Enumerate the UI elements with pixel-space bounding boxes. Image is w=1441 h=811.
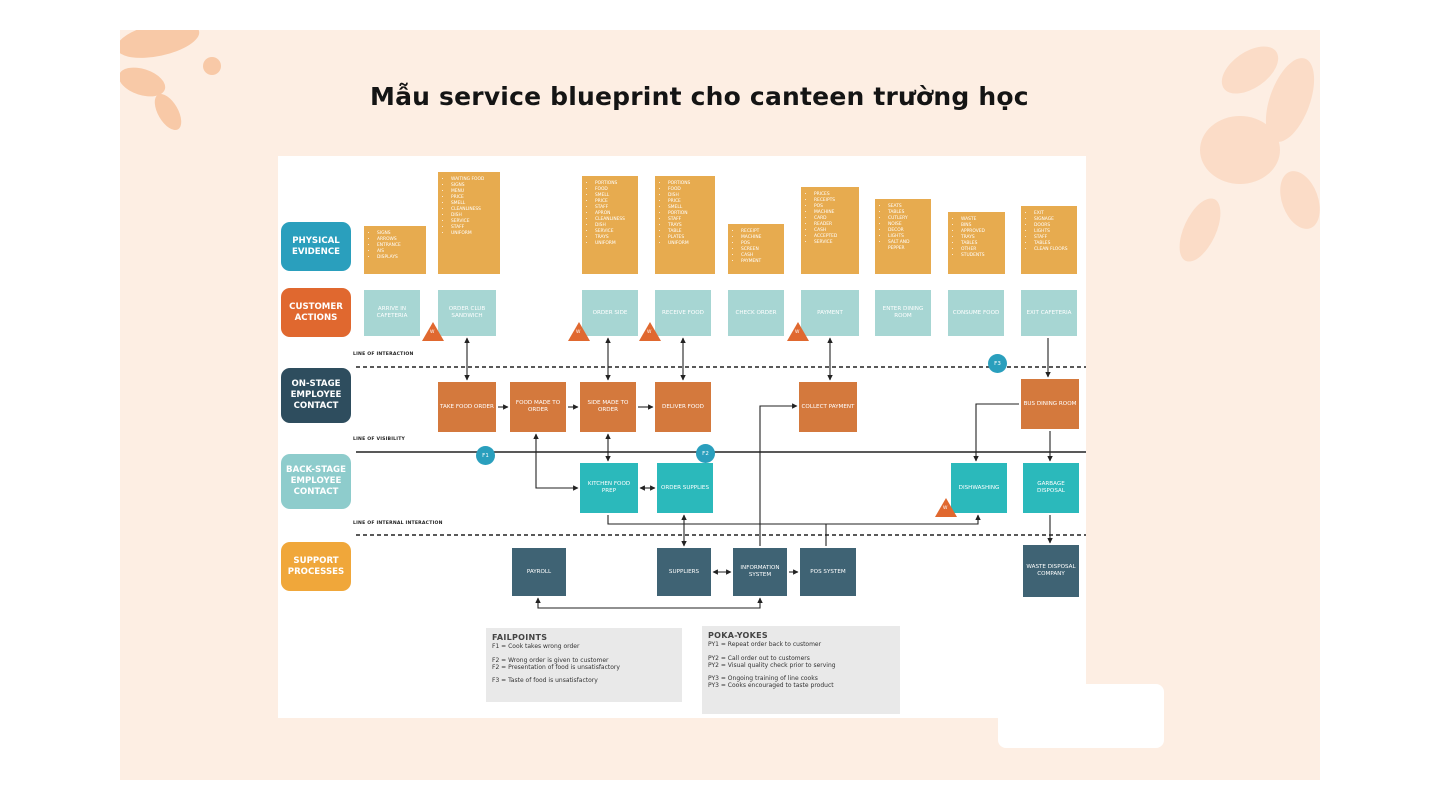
onstage-box: TAKE FOOD ORDER — [438, 382, 496, 432]
poka-yokes-heading: POKA-YOKES — [708, 631, 768, 640]
support-box: POS SYSTEM — [800, 548, 856, 596]
onstage-box: BUS DINING ROOM — [1021, 379, 1079, 429]
evidence-box: PORTIONSFOODDISHPRICESMELLPORTIONSTAFFTR… — [655, 176, 715, 274]
decor-splash-top-left — [120, 30, 221, 131]
backstage-box: DISHWASHING — [951, 463, 1007, 513]
support-box: SUPPLIERS — [657, 548, 711, 596]
failpoint-marker-f3: F3 — [988, 354, 1007, 373]
evidence-box: EXITSIGNAGEDOORSLIGHTSSTAFFTABLESCLEAN F… — [1021, 206, 1077, 274]
customer-action-box: ORDER CLUB SANDWICH — [438, 290, 496, 336]
blueprint-diagram: PHYSICAL EVIDENCE CUSTOMER ACTIONS ON-ST… — [278, 156, 1086, 718]
failpoint-line: F1 = Cook takes wrong order — [492, 643, 580, 651]
lane-physical-evidence: PHYSICAL EVIDENCE — [281, 222, 351, 271]
customer-action-box: ENTER DINING ROOM — [875, 290, 931, 336]
evidence-box: SIGNSARROWSENTRANCEAISDISPLAYS — [364, 226, 426, 274]
failpoint-line: F3 = Taste of food is unsatisfactory — [492, 677, 598, 685]
wait-marker: W — [568, 322, 590, 341]
onstage-box: DELIVER FOOD — [655, 382, 711, 432]
poka-yoke-line: PY3 = Ongoing training of line cooks — [708, 675, 818, 683]
poka-yoke-line: PY1 = Repeat order back to customer — [708, 641, 822, 649]
decor-splash-top-right — [1179, 46, 1320, 262]
poka-yoke-line: PY2 = Visual quality check prior to serv… — [708, 661, 836, 669]
evidence-box: PRICESRECEIPTSPOSMACHINECARDREADERCASHAC… — [801, 187, 859, 274]
customer-action-box: CHECK ORDER — [728, 290, 784, 336]
customer-action-box: ARRIVE IN CAFETERIA — [364, 290, 420, 336]
failpoint-line: F2 = Presentation of food is unsatisfact… — [492, 663, 620, 671]
blank-note-box — [998, 684, 1164, 748]
backstage-box: GARBAGE DISPOSAL — [1023, 463, 1079, 513]
poka-yoke-line: PY2 = Call order out to customers — [708, 654, 810, 662]
wait-marker: W — [639, 322, 661, 341]
line-of-internal-interaction-label: LINE OF INTERNAL INTERACTION — [353, 521, 443, 526]
onstage-box: COLLECT PAYMENT — [799, 382, 857, 432]
support-box: WASTE DISPOSAL COMPANY — [1023, 545, 1079, 597]
evidence-box: RECEIPTMACHINEPOSSCREENCASHPAYMENT — [728, 224, 784, 274]
line-of-interaction-label: LINE OF INTERACTION — [353, 352, 414, 357]
customer-action-box: EXIT CAFETERIA — [1021, 290, 1077, 336]
wait-marker: W — [935, 498, 957, 517]
lane-customer-actions: CUSTOMER ACTIONS — [281, 288, 351, 337]
onstage-box: FOOD MADE TO ORDER — [510, 382, 566, 432]
support-box: PAYROLL — [512, 548, 566, 596]
backstage-box: ORDER SUPPLIES — [657, 463, 713, 513]
failpoints-legend: FAILPOINTS F1 = Cook takes wrong order F… — [486, 628, 682, 702]
connector-lines — [356, 337, 1086, 609]
failpoints-heading: FAILPOINTS — [492, 633, 548, 642]
evidence-box: WAITING FOODSIGNSMENUPRICESMELLCLEANLINE… — [438, 172, 500, 274]
lane-backstage-contact: BACK-STAGE EMPLOYEE CONTACT — [281, 454, 351, 509]
evidence-box: PORTIONSFOODSMELLPRICESTAFFAPRONCLEANLIN… — [582, 176, 638, 274]
wait-marker: W — [422, 322, 444, 341]
lane-support-processes: SUPPORT PROCESSES — [281, 542, 351, 591]
failpoint-marker-f1: F1 — [476, 446, 495, 465]
poka-yoke-line: PY3 = Cooks encouraged to taste product — [708, 682, 834, 690]
failpoint-marker-f2: F2 — [696, 444, 715, 463]
wait-marker: W — [787, 322, 809, 341]
customer-action-box: ORDER SIDE — [582, 290, 638, 336]
customer-action-box: CONSUME FOOD — [948, 290, 1004, 336]
lane-onstage-contact: ON-STAGE EMPLOYEE CONTACT — [281, 368, 351, 423]
onstage-box: SIDE MADE TO ORDER — [580, 382, 636, 432]
line-of-visibility-label: LINE OF VISIBILITY — [353, 437, 406, 442]
poka-yokes-legend: POKA-YOKES PY1 = Repeat order back to cu… — [702, 626, 900, 714]
evidence-box: WASTEBINSAPPROVEDTRAYSTABLESOTHERSTUDENT… — [948, 212, 1005, 274]
evidence-box: SEATSTABLESCUTLERYNOISEDECORLIGHTSSALT A… — [875, 199, 931, 274]
slide: Mẫu service blueprint cho canteen trường… — [120, 30, 1320, 780]
failpoint-line: F2 = Wrong order is given to customer — [492, 656, 609, 664]
customer-action-box: PAYMENT — [801, 290, 859, 336]
backstage-box: KITCHEN FOOD PREP — [580, 463, 638, 513]
slide-title: Mẫu service blueprint cho canteen trường… — [370, 82, 1029, 111]
customer-action-box: RECEIVE FOOD — [655, 290, 711, 336]
support-box: INFORMATION SYSTEM — [733, 548, 787, 596]
